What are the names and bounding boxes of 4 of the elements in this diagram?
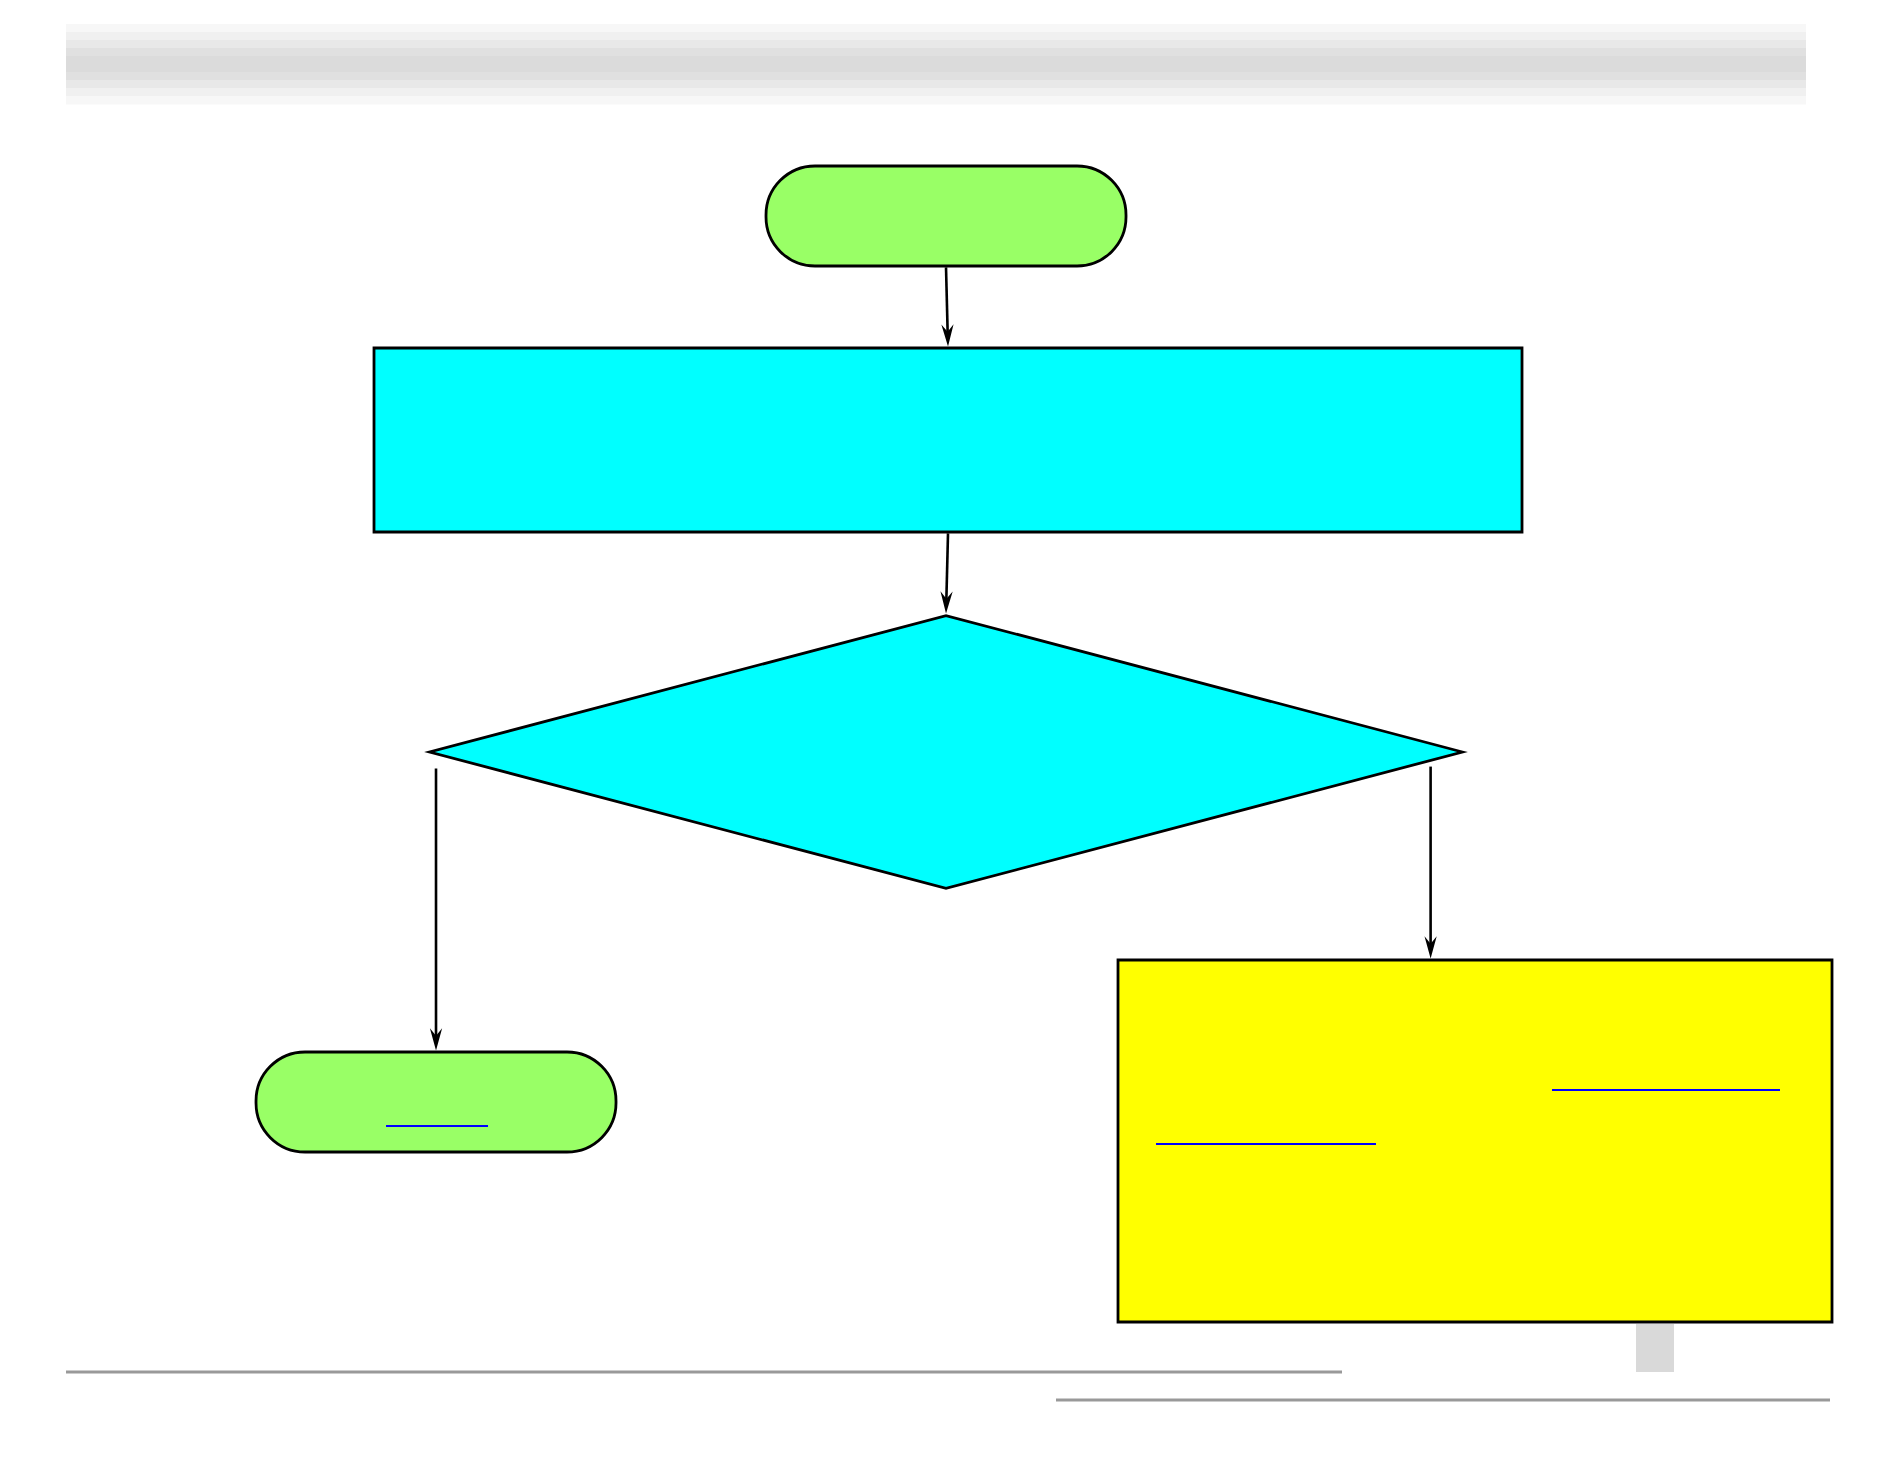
- terminal-shape: [764, 164, 1128, 268]
- process-box: [372, 346, 1524, 534]
- process-box: [1116, 958, 1834, 1324]
- terminal-shape: [254, 1050, 618, 1154]
